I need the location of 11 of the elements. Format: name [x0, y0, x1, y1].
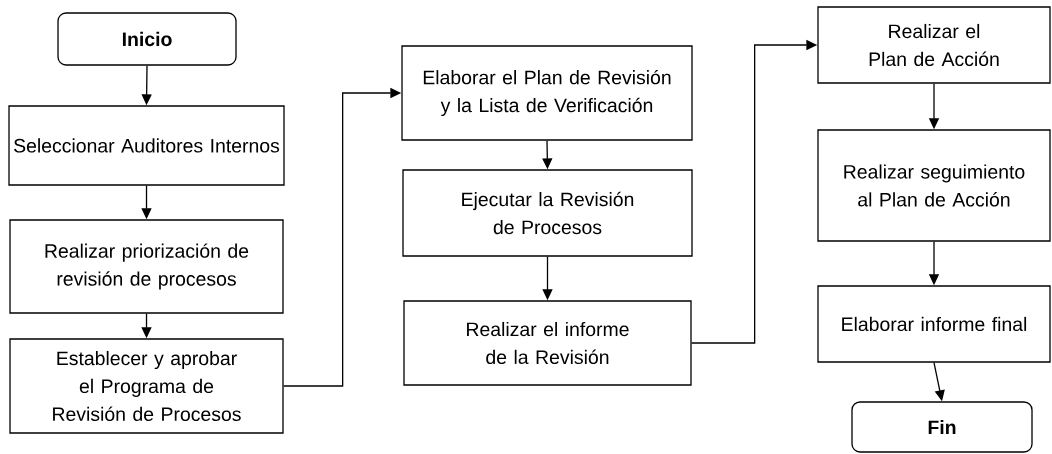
process-box: Ejecutar la Revisión de Procesos [402, 169, 693, 257]
process-box: Elaborar informe final [817, 285, 1051, 363]
terminal-box: Fin [851, 401, 1033, 453]
terminal-box: Inicio [57, 12, 237, 66]
process-box: Elaborar el Plan de Revisión y la Lista de Verificación [401, 45, 693, 141]
process-box: Realizar priorización de revisión de procesos [9, 219, 284, 314]
process-box: Realizar el informe de la Revisión [403, 300, 692, 386]
process-box: Realizar seguimiento al Plan de Acción [817, 129, 1051, 242]
process-box: Seleccionar Auditores Internos [8, 105, 285, 186]
process-box: Realizar el Plan de Acción [817, 6, 1051, 84]
process-box: Establecer y aprobar el Programa de Revisión de Procesos [9, 338, 284, 434]
